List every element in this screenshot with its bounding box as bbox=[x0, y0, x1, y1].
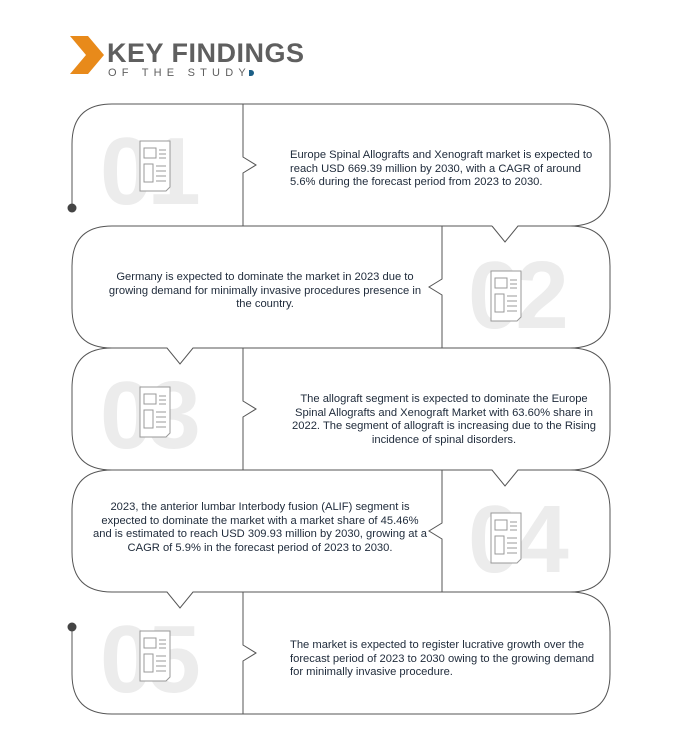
finding-text: The market is expected to register lucra… bbox=[290, 639, 595, 678]
finding-text: Europe Spinal Allografts and Xenograft m… bbox=[290, 149, 593, 188]
finding-text: 2023, the anterior lumbar Interbody fusi… bbox=[93, 501, 427, 554]
box-2-outline bbox=[71, 225, 611, 365]
box-4-divider bbox=[428, 470, 443, 592]
document-icon bbox=[139, 386, 171, 438]
document-icon bbox=[139, 630, 171, 682]
dot-icon bbox=[248, 70, 254, 76]
box-5-outline bbox=[71, 591, 611, 715]
finding-text: The allograft segment is expected to dom… bbox=[292, 393, 596, 446]
box-3-outline bbox=[71, 347, 611, 487]
box-5-divider bbox=[242, 592, 257, 714]
document-icon bbox=[490, 512, 522, 564]
document-icon bbox=[490, 270, 522, 322]
box-1-outline bbox=[71, 103, 611, 243]
chevron-logo-icon bbox=[70, 36, 104, 74]
box-2-divider bbox=[428, 226, 443, 348]
page-title: KEY FINDINGS bbox=[107, 38, 305, 68]
timeline-dot bbox=[67, 622, 77, 632]
page-subtitle: OF THE STUDY bbox=[108, 67, 254, 79]
document-icon bbox=[139, 140, 171, 192]
finding-text: Germany is expected to dominate the mark… bbox=[108, 271, 422, 310]
box-1-divider bbox=[242, 104, 257, 226]
timeline-dot bbox=[67, 203, 77, 213]
box-4-outline bbox=[71, 469, 611, 609]
box-3-divider bbox=[242, 348, 257, 470]
